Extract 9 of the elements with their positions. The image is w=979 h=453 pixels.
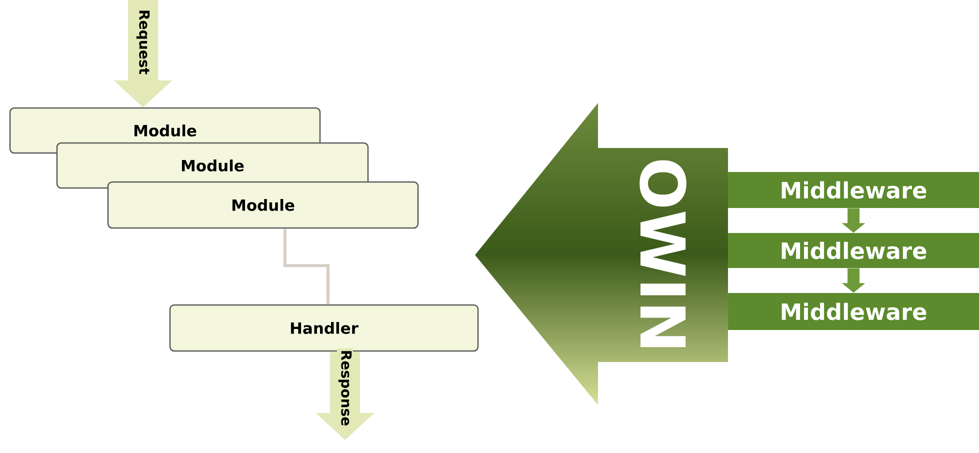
middleware-bar: Middleware — [728, 233, 979, 268]
edge-label: Request — [135, 8, 151, 76]
connector-line — [284, 228, 330, 304]
middleware-bar: Middleware — [728, 172, 979, 208]
big-arrow: OWIN — [640, 160, 686, 348]
module-box: Handler — [169, 304, 479, 352]
module-box: Module — [107, 181, 419, 229]
edge-label: Response — [337, 348, 353, 428]
middleware-bar: Middleware — [728, 293, 979, 330]
